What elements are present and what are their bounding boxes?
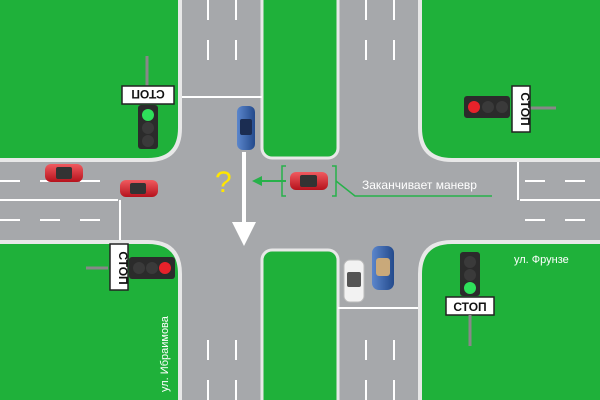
stop-sign-nw: [121, 85, 175, 105]
green-light-icon: [142, 109, 154, 121]
car-blue-convertible: [372, 246, 394, 290]
stop-sign-text: СТОП: [453, 300, 486, 314]
medians: [260, 0, 340, 400]
traffic-light-ne: СТОП: [464, 85, 556, 133]
straight-arrow: [232, 152, 256, 246]
car-red-left-2: [120, 180, 158, 197]
question-mark: ?: [215, 166, 232, 199]
street-name-horizontal: ул. Фрунзе: [514, 254, 569, 266]
stop-sign-text: СТОП: [131, 87, 164, 101]
traffic-light-sw: СТОП: [86, 243, 175, 291]
car-blue-north: [237, 106, 255, 150]
car-white-south: [343, 259, 365, 303]
traffic-light-nw: СТОП: [121, 56, 175, 149]
stop-sign-text: СТОП: [116, 251, 130, 284]
left-arrow: [252, 176, 286, 186]
red-light-icon: [468, 101, 480, 113]
median-south: [260, 248, 340, 400]
red-light-icon: [159, 262, 171, 274]
median-north: [260, 0, 340, 160]
street-name-vertical: ул. Ибраимова: [159, 315, 171, 392]
car-red-turning: [290, 172, 328, 190]
annotation-label: Заканчивает маневр: [362, 178, 477, 192]
stop-sign-sw: [109, 243, 129, 291]
stop-sign-text: СТОП: [518, 92, 532, 125]
stop-sign-ne: [511, 85, 531, 133]
green-light-icon: [464, 282, 476, 294]
traffic-light-se: СТОП: [445, 252, 495, 346]
car-red-left-1: [45, 164, 83, 182]
